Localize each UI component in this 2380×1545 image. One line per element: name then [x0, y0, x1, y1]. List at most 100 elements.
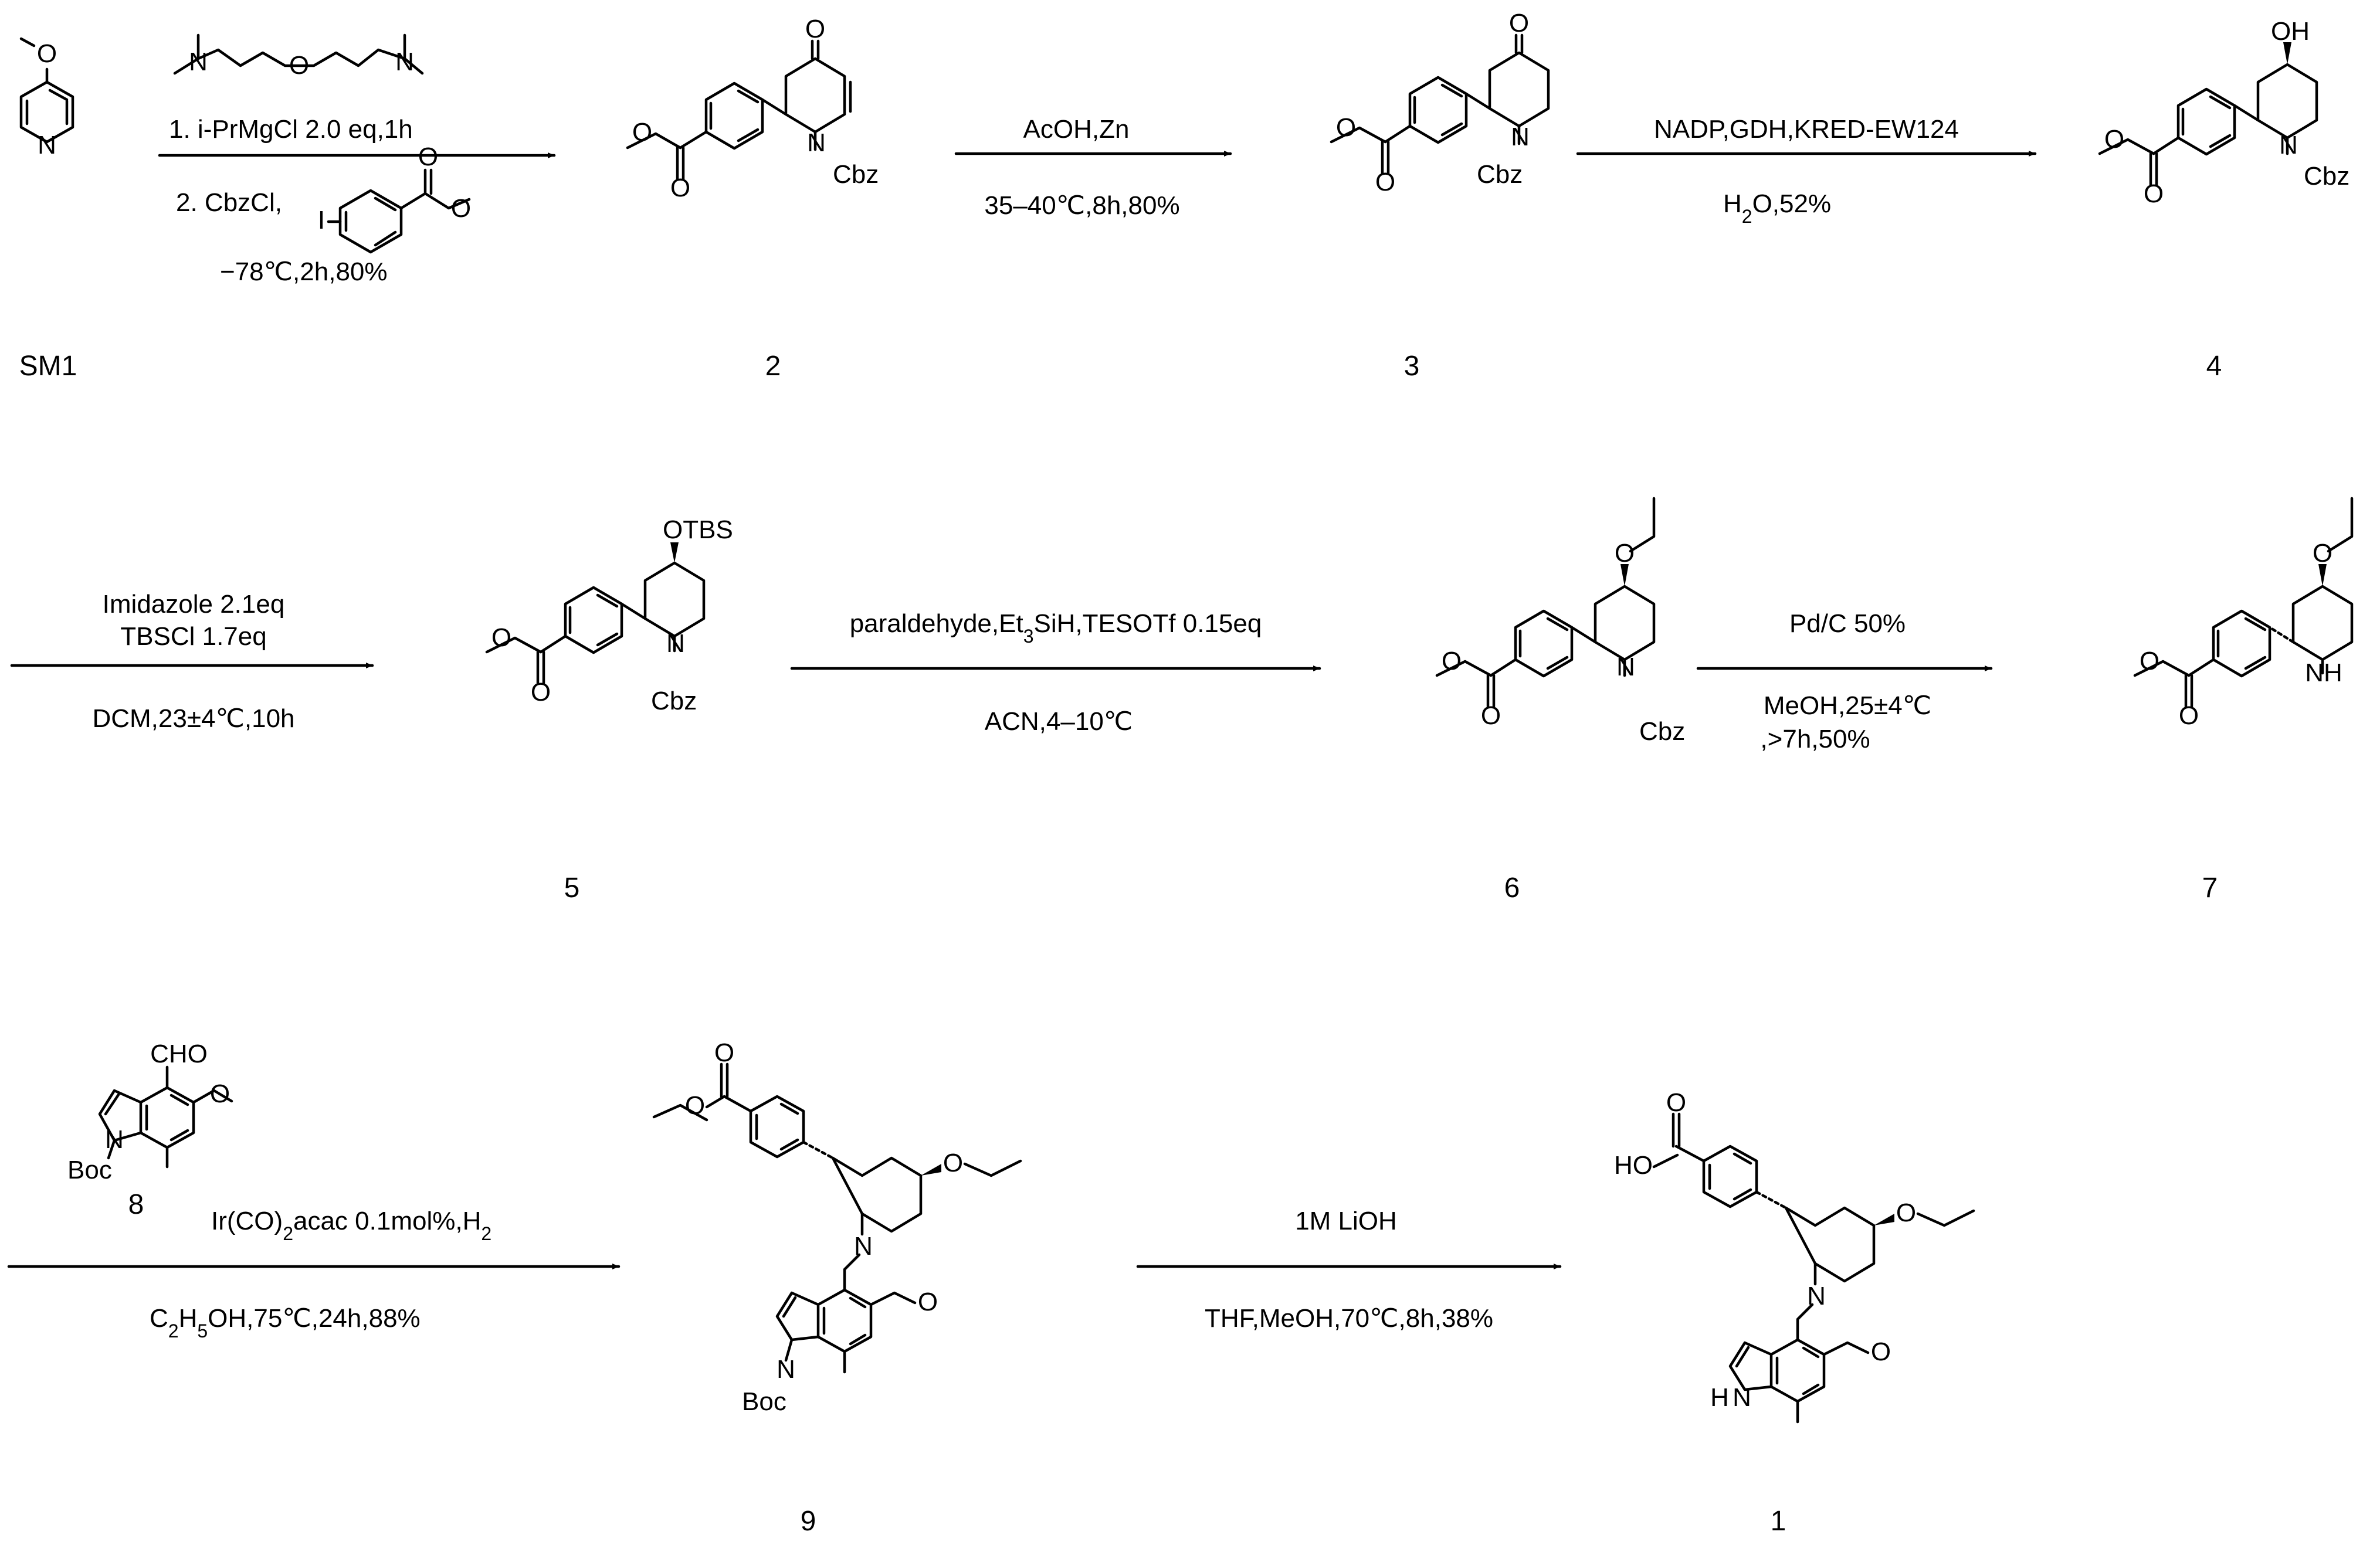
atom-label: O	[1896, 1198, 1916, 1227]
cond-text: SiH,TESOTf 0.15eq	[1033, 609, 1262, 638]
atom-label: Boc	[67, 1156, 112, 1184]
atom-label: N	[38, 131, 56, 159]
compound-1-structure	[1652, 1112, 1975, 1424]
atom-label: O	[1481, 701, 1501, 730]
atom-label: O	[1509, 9, 1529, 38]
compound-label-sm1: SM1	[19, 351, 77, 382]
atom-label: O	[1336, 113, 1356, 142]
atom-label: H	[1710, 1383, 1729, 1412]
compound-4-structure	[2098, 42, 2318, 186]
compound-label-3: 3	[1404, 351, 1420, 382]
step6-condition-below-2: ,>7h,50%	[1760, 725, 1870, 753]
compound-7-structure	[2133, 497, 2354, 708]
step5-condition-below: ACN,4–10℃	[985, 707, 1133, 736]
atom-label: O	[670, 174, 690, 202]
atom-label: O	[1871, 1337, 1891, 1366]
atom-label: CHO	[150, 1040, 208, 1068]
atom-label: O	[1375, 168, 1395, 196]
cond-text: H	[1723, 189, 1742, 218]
atom-label: O	[37, 39, 57, 68]
cond-subscript: 2	[283, 1223, 293, 1244]
atom-label: Boc	[742, 1387, 786, 1416]
atom-label: O	[531, 678, 551, 707]
cond-subscript: 2	[168, 1320, 179, 1342]
step7-condition-below: C2H5OH,75℃,24h,88%	[150, 1304, 421, 1342]
atom-label: N	[1733, 1383, 1751, 1412]
atom-label: O	[805, 15, 825, 43]
step1-condition-3: −78℃,2h,80%	[220, 257, 388, 286]
atom-label: Cbz	[651, 687, 697, 715]
step4-condition-above-1: Imidazole 2.1eq	[103, 590, 285, 619]
step5-condition-above: paraldehyde,Et3SiH,TESOTf 0.15eq	[850, 609, 1262, 647]
cond-text: H	[179, 1304, 198, 1333]
compound-label-8: 8	[128, 1189, 144, 1220]
cond-subscript: 2	[1742, 206, 1752, 227]
atom-label: N	[189, 47, 208, 76]
reagent-bdmaee-structure	[173, 33, 424, 75]
atom-label: O	[685, 1091, 705, 1120]
cond-subscript: 5	[197, 1320, 208, 1342]
atom-label: O	[289, 51, 309, 80]
atom-label: O	[2179, 701, 2199, 730]
atom-label: N	[2279, 131, 2298, 159]
atom-label: N	[105, 1125, 124, 1154]
atom-label: N	[666, 629, 685, 658]
step8-condition-below: THF,MeOH,70℃,8h,38%	[1205, 1304, 1493, 1333]
cond-text: acac 0.1mol%,H	[293, 1207, 481, 1235]
compound-label-5: 5	[564, 872, 580, 904]
atom-label: O	[210, 1079, 230, 1108]
cond-text: O,52%	[1752, 189, 1832, 218]
compound-label-4: 4	[2206, 351, 2222, 382]
step2-condition-below: 35–40℃,8h,80%	[984, 191, 1179, 220]
atom-label: N	[1511, 123, 1530, 151]
compound-label-6: 6	[1504, 872, 1520, 904]
atom-label: O	[2144, 179, 2164, 208]
compound-label-7: 7	[2202, 872, 2218, 904]
atom-label: O	[451, 194, 471, 223]
step1-condition-2: 2. CbzCl,	[176, 188, 282, 217]
atom-label: O	[1666, 1088, 1686, 1117]
compound-3-structure	[1330, 33, 1550, 175]
step6-condition-below-1: MeOH,25±4℃	[1764, 691, 1931, 720]
atom-label: N	[854, 1232, 873, 1261]
step7-condition-above: Ir(CO)2acac 0.1mol%,H2	[211, 1207, 491, 1244]
compound-sm1-structure	[19, 37, 74, 144]
atom-label: O	[918, 1288, 938, 1316]
reagent-iodobenzoate-structure	[327, 168, 471, 254]
step1-condition-1: 1. i-PrMgCl 2.0 eq,1h	[169, 115, 413, 144]
step6-condition-above: Pd/C 50%	[1789, 609, 1906, 638]
atom-label: HO	[1614, 1151, 1653, 1180]
step8-condition-above: 1M LiOH	[1295, 1207, 1397, 1235]
step2-condition-above: AcOH,Zn	[1023, 115, 1130, 144]
step4-condition-below: DCM,23±4℃,10h	[92, 704, 294, 733]
atom-label: I	[318, 206, 325, 235]
atom-label: O	[2104, 125, 2124, 154]
atom-label: N	[807, 128, 826, 157]
step4-condition-above-2: TBSCl 1.7eq	[120, 622, 266, 651]
atom-label: O	[632, 118, 652, 147]
atom-label: O	[2140, 647, 2159, 675]
atom-label: N	[1616, 653, 1635, 681]
cond-text: Ir(CO)	[211, 1207, 283, 1235]
atom-label: Cbz	[2304, 162, 2350, 191]
atom-label: Cbz	[1477, 160, 1523, 189]
compound-label-1: 1	[1771, 1506, 1786, 1537]
atom-label: O	[714, 1038, 734, 1067]
atom-label: Cbz	[1639, 717, 1685, 746]
compound-9-structure	[652, 1062, 1022, 1374]
step3-condition-above: NADP,GDH,KRED-EW124	[1654, 115, 1959, 144]
cond-text: paraldehyde,Et	[850, 609, 1023, 638]
compound-label-9: 9	[801, 1506, 816, 1537]
atom-label: NH	[2305, 658, 2342, 687]
compound-6-structure	[1435, 497, 1656, 708]
cond-subscript: 2	[481, 1223, 491, 1244]
atom-label: OH	[2271, 17, 2310, 46]
atom-label: O	[1615, 539, 1635, 568]
atom-label: N	[777, 1355, 795, 1384]
cond-subscript: 3	[1023, 626, 1034, 647]
atom-label: Cbz	[833, 160, 879, 189]
compound-8-structure	[98, 1065, 233, 1169]
atom-label: O	[1442, 647, 1462, 675]
atom-label: O	[943, 1149, 963, 1177]
